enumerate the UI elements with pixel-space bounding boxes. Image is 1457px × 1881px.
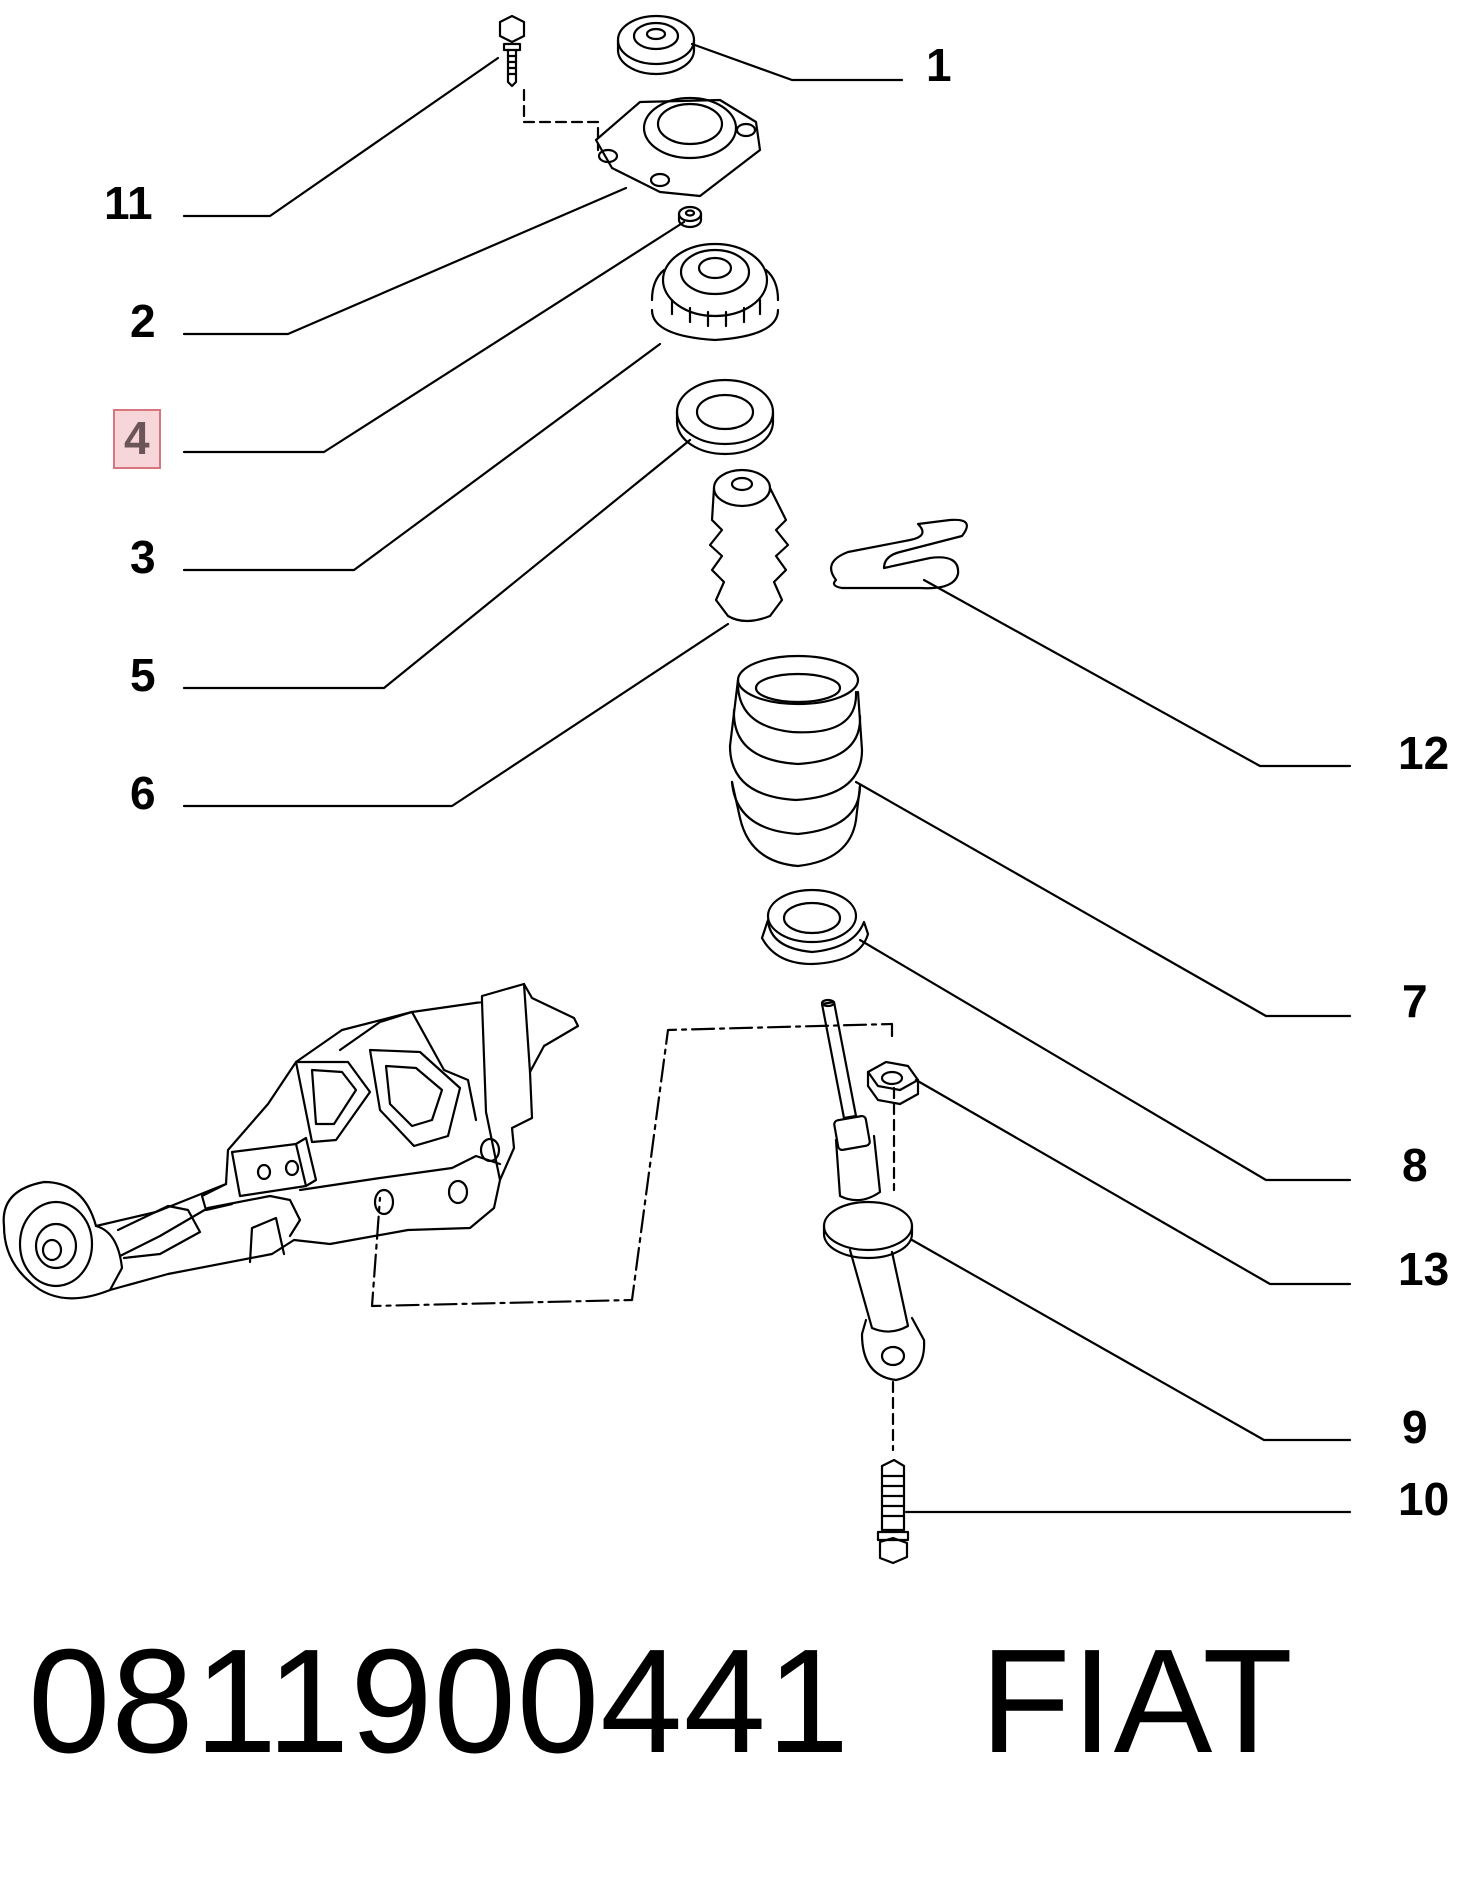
callout-11: 11 — [104, 177, 153, 229]
callout-4-highlighted[interactable]: 4 — [113, 409, 161, 469]
callout-7: 7 — [1402, 975, 1428, 1027]
part-8-spring-seat — [760, 888, 870, 966]
callout-9: 9 — [1402, 1401, 1428, 1453]
part-12-clip — [830, 518, 968, 590]
callout-5: 5 — [130, 649, 156, 701]
rear-axle-trailing-arm — [2, 982, 580, 1300]
part-5-ring — [675, 378, 775, 456]
part-6-bump-stop — [708, 468, 790, 623]
callout-2: 2 — [130, 295, 156, 347]
leader-lines — [182, 42, 1352, 1514]
callout-12: 12 — [1398, 727, 1450, 779]
part-9-shock-absorber — [820, 998, 926, 1382]
brand-name: FIAT — [980, 1619, 1294, 1784]
callout-8: 8 — [1402, 1139, 1428, 1191]
callout-10: 10 — [1398, 1473, 1450, 1525]
assembly-line-shock-to-arm — [370, 1022, 894, 1308]
callout-6: 6 — [130, 767, 156, 819]
part-11-screw — [498, 14, 526, 88]
callout-3: 3 — [130, 531, 156, 583]
part-7-coil-spring — [728, 654, 864, 868]
callout-13: 13 — [1398, 1243, 1450, 1295]
part-4-nut — [677, 205, 703, 229]
assembly-line-11 — [522, 88, 600, 152]
part-number: 0811900441 — [28, 1619, 851, 1784]
part-2-mount-plate — [594, 96, 762, 198]
part-3-top-mount — [650, 242, 780, 342]
part-10-bolt — [876, 1458, 910, 1565]
callout-1: 1 — [926, 39, 952, 91]
part-1-top-cap — [616, 14, 696, 76]
